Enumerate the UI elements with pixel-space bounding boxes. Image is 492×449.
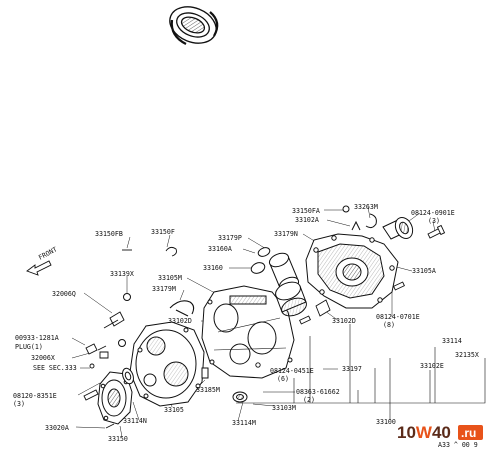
label-33150: 33150 xyxy=(108,435,128,443)
label-33105: 33105 xyxy=(164,406,184,414)
label-08124-0451e-qty: (6) xyxy=(277,375,289,383)
label-33179m: 33179M xyxy=(152,285,176,293)
clip-33179m-drawing xyxy=(169,300,195,317)
bolt-drawing xyxy=(427,224,446,239)
label-33179n: 33179N xyxy=(274,230,298,238)
label-32006x: 32006X xyxy=(31,354,55,362)
label-plug: PLUG(1) xyxy=(15,343,43,351)
sleeve-33160-drawing xyxy=(250,247,307,317)
label-08124-0701e-qty: (8) xyxy=(383,321,395,329)
watermark-ru-badge xyxy=(458,425,483,440)
label-08120-8351e: 08120-8351E xyxy=(13,392,57,400)
watermark-logo: 10W40 .ru xyxy=(397,423,483,442)
label-08124-0701e: 08124-0701E xyxy=(376,313,420,321)
label-00933-1281a: 00933-1281A xyxy=(15,334,59,342)
diagram-code: A33 ^ 00 9 xyxy=(438,441,478,449)
label-33102a: 33102A xyxy=(295,216,319,224)
watermark-ru-text: .ru xyxy=(461,426,476,440)
label-08124-0451e: 08124-0451E xyxy=(270,367,314,375)
front-arrow-icon xyxy=(26,260,52,276)
label-33105m: 33105M xyxy=(158,274,182,282)
label-33160a: 33160A xyxy=(208,245,232,253)
part-labels: 33150FA 33263M 33102A 08124-0901E (3) 33… xyxy=(13,203,479,443)
label-33102d-left: 33102D xyxy=(168,317,192,325)
label-33160: 33160 xyxy=(203,264,223,272)
label-33105a: 33105A xyxy=(412,267,436,275)
label-32006q: 32006Q xyxy=(52,290,76,298)
bearing-33263m-drawing xyxy=(342,205,414,240)
label-33179p: 33179P xyxy=(218,234,242,242)
label-33020a: 33020A xyxy=(45,424,69,432)
rear-case-drawing xyxy=(305,220,399,309)
oil-seal-drawing xyxy=(169,6,219,45)
label-08124-0901e-qty: (3) xyxy=(428,217,440,225)
label-33150fb: 33150FB xyxy=(95,230,123,238)
label-33185m: 33185M xyxy=(196,386,220,394)
center-case-drawing xyxy=(201,285,295,379)
label-08363-61662: 08363-61662 xyxy=(296,388,340,396)
label-see-sec-333: SEE SEC.333 xyxy=(33,364,77,372)
label-33114: 33114 xyxy=(442,337,462,345)
watermark-text: 10W40 xyxy=(397,423,451,442)
label-33150f: 33150F xyxy=(151,228,175,236)
front-label: FRONT xyxy=(37,245,58,261)
label-33150fa: 33150FA xyxy=(292,207,320,215)
hardware-drawing xyxy=(83,246,405,429)
seal-rings-drawing xyxy=(118,293,248,403)
assembly-bracket-lines xyxy=(236,324,486,420)
label-32135x: 32135X xyxy=(455,351,479,359)
label-08124-0901e: 08124-0901E xyxy=(411,209,455,217)
label-33263m: 33263M xyxy=(354,203,378,211)
label-33100: 33100 xyxy=(376,418,396,426)
label-33114n: 33114N xyxy=(123,417,147,425)
label-33197: 33197 xyxy=(342,365,362,373)
label-33102d-right: 33102D xyxy=(332,317,356,325)
label-08120-8351e-qty: (3) xyxy=(13,400,25,408)
label-08363-61662-qty: (2) xyxy=(303,396,315,404)
front-cover-drawing xyxy=(97,371,133,425)
label-33114m: 33114M xyxy=(232,419,256,427)
label-33103m: 33103M xyxy=(272,404,296,412)
front-case-drawing xyxy=(129,321,205,407)
label-33102e: 33102E xyxy=(420,362,444,370)
label-33139x: 33139X xyxy=(110,270,134,278)
